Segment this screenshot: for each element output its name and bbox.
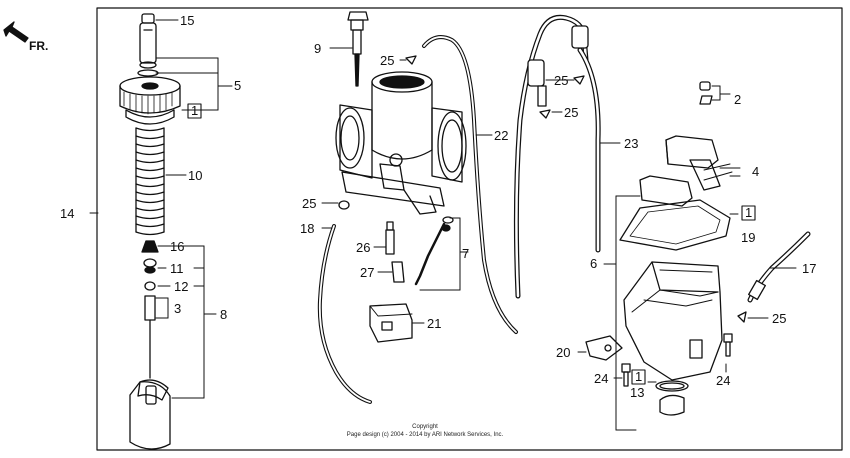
callout-7: 7 <box>462 246 469 261</box>
callout-15: 15 <box>180 13 194 28</box>
part-3-jet-needle <box>144 295 156 379</box>
copyright-line-2: Page design (c) 2004 - 2014 by ARI Netwo… <box>347 432 504 438</box>
callout-16: 16 <box>170 239 184 254</box>
callout-box-1-right <box>741 205 756 221</box>
callout-17: 17 <box>802 261 816 276</box>
leader-lines-left <box>89 19 233 399</box>
part-21-cable-guide <box>369 303 413 343</box>
callout-8: 8 <box>220 307 227 322</box>
callout-18: 18 <box>300 221 314 236</box>
part-19-gasket <box>619 199 731 251</box>
callout-19: 19 <box>741 230 755 245</box>
carburetor-body <box>335 71 467 215</box>
callout-25-d: 25 <box>564 105 578 120</box>
callout-box-1-bottom <box>631 369 646 385</box>
leader-lines-center <box>321 47 493 324</box>
callout-23: 23 <box>624 136 638 151</box>
callout-25-e: 25 <box>772 311 786 326</box>
callout-5: 5 <box>234 78 241 93</box>
callout-12: 12 <box>174 279 188 294</box>
part-13-oring-and-plug <box>655 380 689 416</box>
part-24-screws <box>621 333 733 387</box>
part-12-washer <box>144 281 156 291</box>
part-18-vent-tube <box>317 224 372 404</box>
callout-14: 14 <box>60 206 74 221</box>
part-9-throttle-stop-screw <box>347 11 369 87</box>
diagram-frame <box>96 7 843 451</box>
part-2-float-pin <box>699 81 713 105</box>
callout-25-b: 25 <box>302 196 316 211</box>
part-11-needle-clip <box>143 258 157 274</box>
part-float-bowl <box>623 261 723 381</box>
callout-24-b: 24 <box>716 373 730 388</box>
callout-1-bottom: 1 <box>635 369 642 384</box>
callout-1-left: 1 <box>191 103 198 118</box>
callout-1-right: 1 <box>745 205 752 220</box>
callout-6: 6 <box>590 256 597 271</box>
part-22-vent-tube <box>422 35 518 334</box>
part-overflow-tubes <box>513 14 601 299</box>
part-26-pilot-jet <box>385 221 395 255</box>
callout-10: 10 <box>188 168 202 183</box>
callout-27: 27 <box>360 265 374 280</box>
callout-22: 22 <box>494 128 508 143</box>
part-throttle-valve <box>129 379 171 450</box>
callout-4: 4 <box>752 164 759 179</box>
part-27-main-jet <box>391 261 405 283</box>
callout-2: 2 <box>734 92 741 107</box>
part-20-plate <box>585 335 623 361</box>
callout-24-a: 24 <box>594 371 608 386</box>
callout-9: 9 <box>314 41 321 56</box>
part-25-clips-right <box>539 75 585 119</box>
leader-lines-right <box>545 79 797 431</box>
callout-25-a: 25 <box>380 53 394 68</box>
part-25-clips-center <box>338 55 417 210</box>
callout-13: 13 <box>630 385 644 400</box>
copyright-line-1: Copyright <box>412 424 438 430</box>
part-15-cap-screw <box>139 13 157 64</box>
callout-26: 26 <box>356 240 370 255</box>
callout-box-1-left <box>187 103 202 119</box>
callout-21: 21 <box>427 316 441 331</box>
part-5-washers <box>137 61 159 77</box>
callout-25-c: 25 <box>554 73 568 88</box>
callout-3: 3 <box>174 301 181 316</box>
front-direction-label: FR. <box>29 39 48 53</box>
part-10-spring <box>135 127 165 236</box>
part-top-cap <box>119 76 181 125</box>
callout-11: 11 <box>170 261 184 276</box>
part-7-air-screw <box>414 216 454 286</box>
part-25-clip-drain <box>737 311 747 323</box>
callout-20: 20 <box>556 345 570 360</box>
part-4-float <box>639 135 733 207</box>
part-16-clip-holder <box>141 240 159 253</box>
part-17-drain-tube <box>747 231 811 303</box>
front-direction-arrow <box>3 21 29 43</box>
